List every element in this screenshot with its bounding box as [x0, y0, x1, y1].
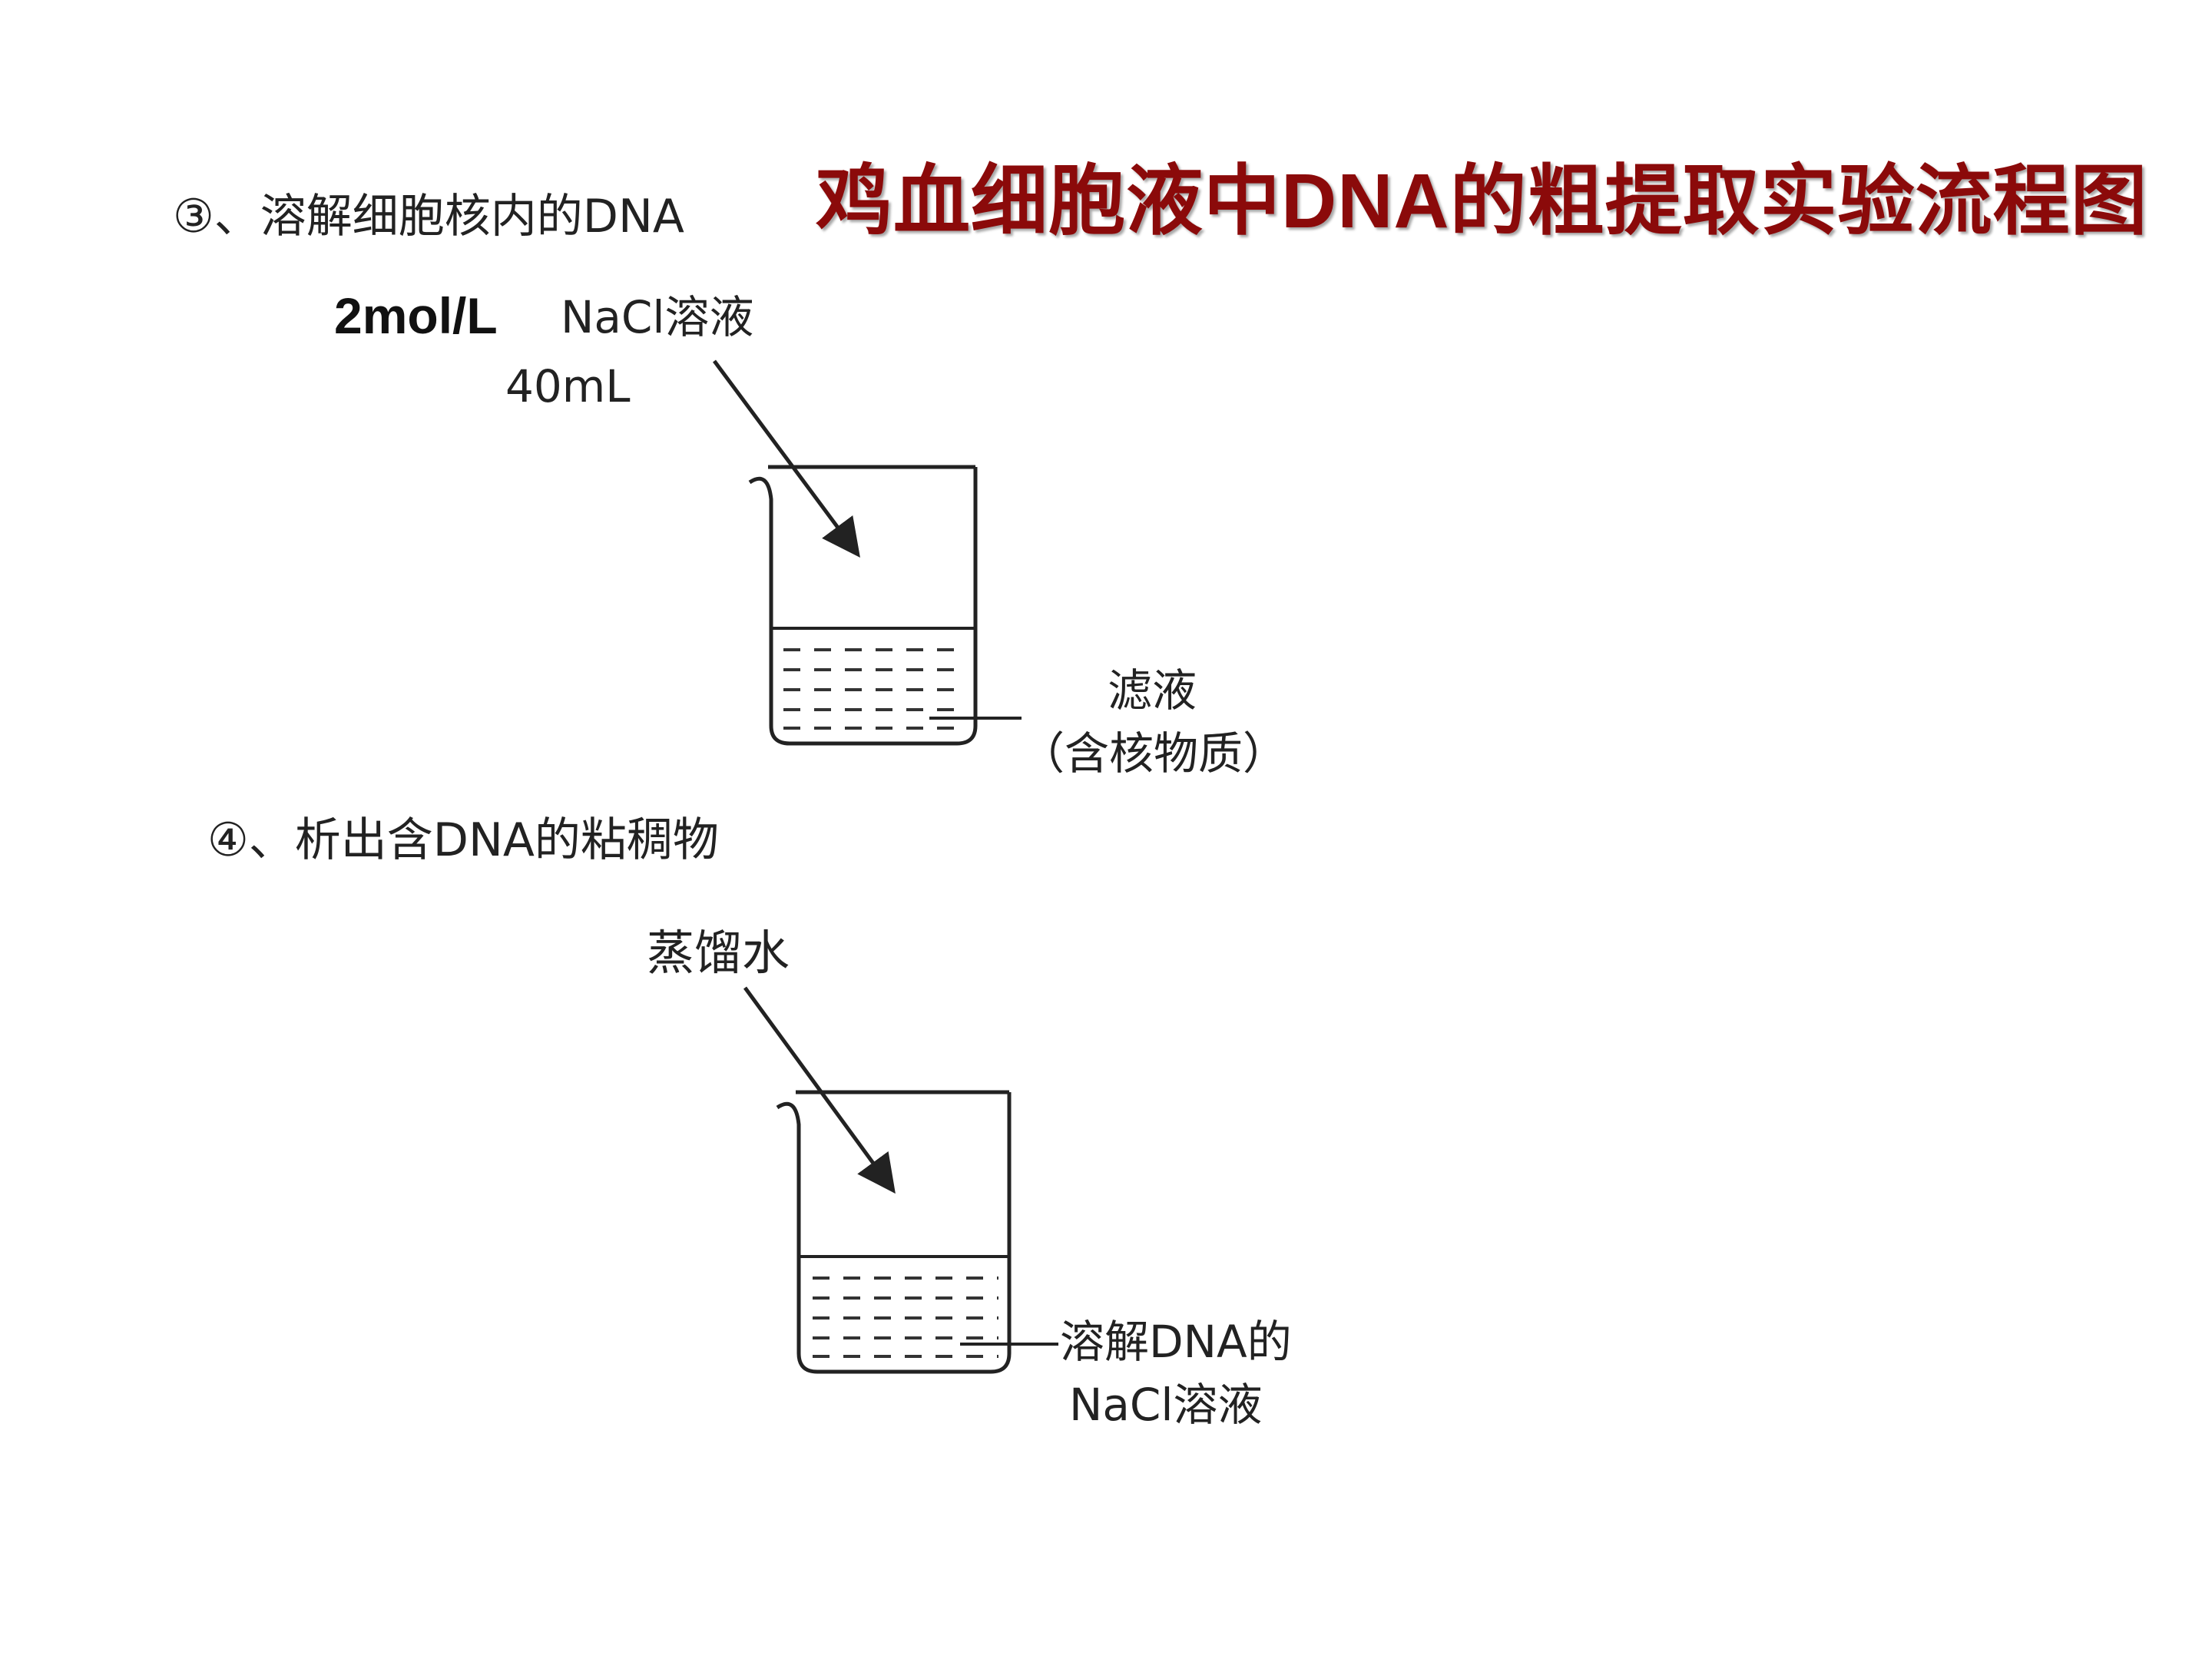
step4-beaker: [776, 1090, 1012, 1374]
step3-reagent-arrow: [712, 359, 860, 558]
step4-liquid-label-line1: 溶解DNA的: [1060, 1316, 1292, 1368]
step4-liquid: [813, 1277, 998, 1358]
step3-liquid: [783, 648, 964, 730]
step4-reagent-arrow: [743, 986, 896, 1194]
step3-beaker: [748, 465, 978, 746]
step3-reagent-concentration: 2mol/L: [334, 287, 498, 344]
step3-reagent-volume: 40mL: [505, 360, 631, 412]
step3-liquid-label-line1: 滤液: [1108, 664, 1197, 717]
step4-label: ④、析出含DNA的粘稠物: [207, 813, 719, 867]
step4-liquid-label-line2: NaCl溶液: [1069, 1379, 1263, 1431]
step3-label: ③、溶解细胞核内的DNA: [173, 190, 684, 243]
slide-title: 鸡血细胞液中DNA的粗提取实验流程图: [816, 158, 2148, 244]
step3-liquid-label-line2: （含核物质）: [1020, 727, 1288, 780]
step3-reagent-name: NaCl溶液: [561, 291, 754, 343]
step4-reagent-name: 蒸馏水: [647, 925, 790, 981]
